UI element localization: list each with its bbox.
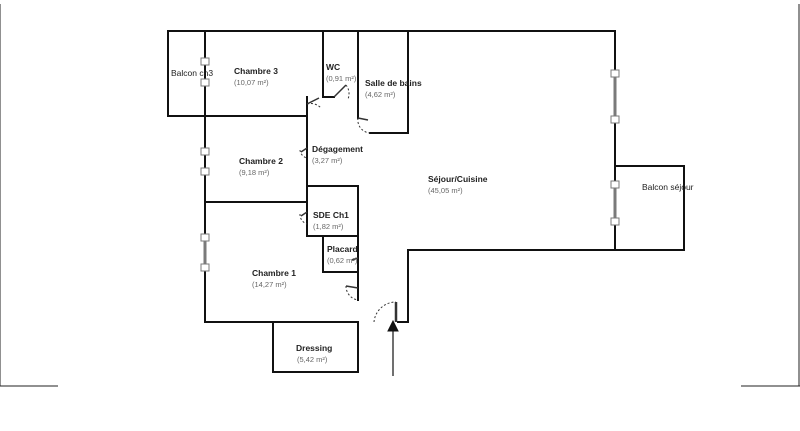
sde-ch1-area: (1,82 m²) [313, 222, 344, 231]
frame-lines [0, 4, 800, 387]
window-chambre1-upper [200, 233, 210, 242]
placard-name: Placard [327, 244, 358, 254]
entrance-arrow [387, 319, 399, 376]
chambre1-area: (14,27 m²) [252, 280, 287, 289]
chambre3-name: Chambre 3 [234, 66, 278, 76]
window-sejour-2 [610, 115, 620, 124]
windows [200, 57, 620, 272]
door-sdb-arc [357, 117, 369, 121]
door-chambre1-arc [345, 285, 359, 289]
sde-ch1-name: SDE Ch1 [313, 210, 349, 220]
door-chambre2-arc [300, 147, 308, 153]
dressing-area: (5,42 m²) [297, 355, 328, 364]
window-chambre1-lower [200, 263, 210, 272]
window-balcon-ch3-lower [200, 78, 210, 87]
window-sejour-4 [610, 217, 620, 226]
room-labels: Balcon ch3 Chambre 3 (10,07 m²) WC (0,91… [171, 62, 694, 364]
salle-de-bains-area: (4,62 m²) [365, 90, 396, 99]
degagement-area: (3,27 m²) [312, 156, 343, 165]
chambre2-area: (9,18 m²) [239, 168, 270, 177]
door-sde-arc [300, 211, 308, 217]
sejour-cuisine-area: (45,05 m²) [428, 186, 463, 195]
chambre2-name: Chambre 2 [239, 156, 283, 166]
window-balcon-ch3-upper [200, 57, 210, 66]
doors [299, 84, 398, 323]
door-chambre3-arc [306, 97, 320, 105]
placard-area: (0,62 m²) [327, 256, 358, 265]
chambre3-area: (10,07 m²) [234, 78, 269, 87]
sejour-cuisine-name: Séjour/Cuisine [428, 174, 488, 184]
door-entrance-arc [373, 301, 397, 323]
door-placard-arc [351, 257, 359, 261]
wc-name: WC [326, 62, 340, 72]
degagement-name: Dégagement [312, 144, 363, 154]
balcon-ch3-label: Balcon ch3 [171, 68, 213, 78]
door-wc-arc [333, 84, 347, 98]
window-chambre2-upper [200, 147, 210, 156]
window-chambre2-lower [200, 167, 210, 176]
walls [167, 30, 685, 373]
window-sejour-3 [610, 180, 620, 189]
chambre1-name: Chambre 1 [252, 268, 296, 278]
dressing-name: Dressing [296, 343, 332, 353]
salle-de-bains-name: Salle de bains [365, 78, 422, 88]
balcon-sejour-label: Balcon séjour [642, 182, 694, 192]
window-sejour-1 [610, 69, 620, 78]
wc-area: (0,91 m²) [326, 74, 357, 83]
